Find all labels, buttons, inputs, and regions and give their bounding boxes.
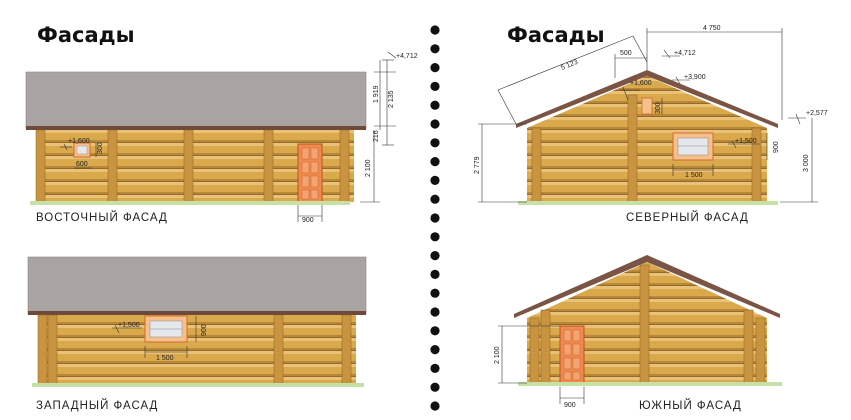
north-window-width: 1 500 bbox=[685, 172, 703, 179]
caption-east: ВОСТОЧНЫЙ ФАСАД bbox=[36, 211, 168, 224]
caption-north: СЕВЕРНЫЙ ФАСАД bbox=[626, 211, 749, 224]
west-dimension-lines bbox=[112, 316, 197, 358]
divider-dot bbox=[430, 288, 440, 298]
divider-dots bbox=[430, 25, 440, 411]
east-eave-size: 216 bbox=[373, 130, 380, 142]
east-wall-height: 2 100 bbox=[365, 159, 372, 177]
south-ground bbox=[518, 382, 782, 386]
north-dimension-lines bbox=[478, 28, 818, 203]
north-facade: 4 750 500 5 123 +4,712 +3,900 +1,600 300… bbox=[474, 25, 828, 205]
north-wall bbox=[527, 76, 767, 202]
north-level-gable: +3,900 bbox=[684, 74, 706, 81]
divider-dot bbox=[430, 119, 440, 129]
east-ground bbox=[30, 201, 350, 205]
north-wall-right: 3 000 bbox=[803, 154, 810, 172]
east-window-width: 600 bbox=[76, 161, 88, 168]
caption-south: ЮЖНЫЙ ФАСАД bbox=[639, 399, 742, 412]
north-level-eave: +2,577 bbox=[806, 110, 828, 117]
divider-dot bbox=[430, 138, 440, 148]
divider-dot bbox=[430, 175, 440, 185]
east-level-window: +1,600 bbox=[68, 138, 90, 145]
east-door bbox=[297, 143, 323, 203]
north-level-window: +1,500 bbox=[735, 138, 757, 145]
north-level-gable-window: +1,600 bbox=[630, 80, 652, 87]
east-window-height: 300 bbox=[97, 142, 104, 154]
north-gable-window-height: 300 bbox=[655, 102, 662, 114]
north-level-ridge: +4,712 bbox=[674, 50, 696, 57]
west-eave bbox=[28, 311, 366, 315]
divider-dot bbox=[430, 25, 440, 35]
south-door bbox=[559, 325, 585, 384]
divider-dot bbox=[430, 382, 440, 392]
north-window-height: 900 bbox=[773, 141, 780, 153]
south-door-width: 900 bbox=[564, 402, 576, 409]
east-roof-total: 2 135 bbox=[388, 90, 395, 108]
north-ground bbox=[518, 201, 778, 205]
west-window-width: 1 500 bbox=[156, 355, 174, 362]
east-facade: +4,712 1 919 2 135 216 2 100 +1,600 300 … bbox=[25, 51, 418, 224]
divider-dot bbox=[430, 100, 440, 110]
west-ground bbox=[32, 383, 364, 387]
south-facade: 2 100 900 bbox=[494, 255, 782, 409]
divider-dot bbox=[430, 269, 440, 279]
divider-dot bbox=[430, 194, 440, 204]
east-roof bbox=[25, 71, 367, 130]
east-dimension-lines bbox=[60, 51, 397, 222]
north-overhang: 500 bbox=[620, 50, 632, 57]
north-span: 4 750 bbox=[703, 25, 721, 32]
title-right: Фасады bbox=[507, 23, 605, 47]
west-window-height: 900 bbox=[201, 324, 208, 336]
east-roof-height: 1 919 bbox=[373, 85, 380, 103]
east-level-ridge: +4,712 bbox=[396, 53, 418, 60]
east-eave bbox=[26, 126, 366, 130]
divider-dot bbox=[430, 363, 440, 373]
divider-dot bbox=[430, 232, 440, 242]
west-roof bbox=[27, 256, 367, 315]
south-door-height: 2 100 bbox=[494, 346, 501, 364]
title-left: Фасады bbox=[37, 23, 135, 47]
divider-dot bbox=[430, 157, 440, 167]
divider-dot bbox=[430, 307, 440, 317]
divider-dot bbox=[430, 326, 440, 336]
west-facade: +1,500 900 1 500 bbox=[27, 256, 367, 387]
caption-west: ЗАПАДНЫЙ ФАСАД bbox=[36, 399, 158, 412]
divider-dot bbox=[430, 63, 440, 73]
east-door-width: 900 bbox=[302, 217, 314, 224]
west-wall bbox=[40, 315, 356, 384]
divider-dot bbox=[430, 213, 440, 223]
west-level-window: +1,500 bbox=[118, 322, 140, 329]
divider-dot bbox=[430, 81, 440, 91]
divider-dot bbox=[430, 251, 440, 261]
divider-dot bbox=[430, 44, 440, 54]
north-gable-window bbox=[641, 97, 653, 115]
south-dimension-lines bbox=[498, 325, 585, 404]
divider-dot bbox=[430, 401, 440, 411]
north-wall-left: 2 779 bbox=[474, 156, 481, 174]
north-rafter: 5 123 bbox=[560, 59, 579, 72]
divider-dot bbox=[430, 345, 440, 355]
